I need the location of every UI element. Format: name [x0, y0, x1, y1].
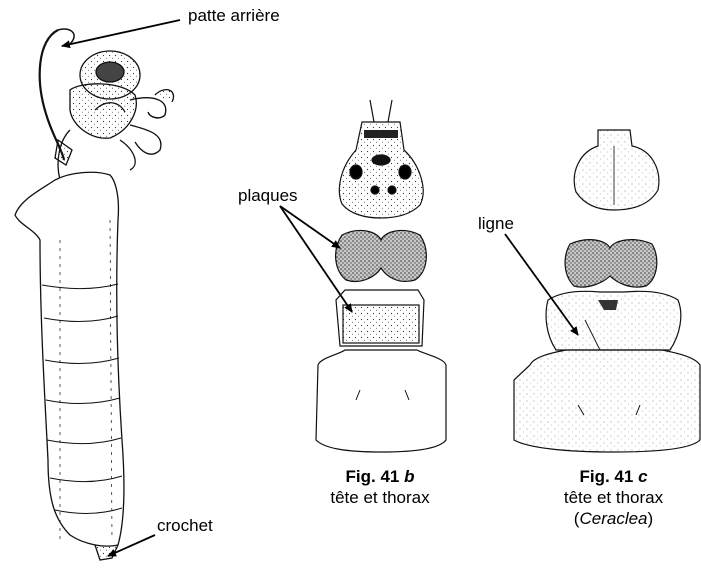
caption-fig41b-letter: b	[404, 467, 414, 486]
caption-fig41c-genus-line: (Ceraclea)	[526, 508, 701, 529]
label-patte-arriere: patte arrière	[188, 6, 280, 26]
leader-patte	[62, 20, 180, 46]
caption-fig41c: Fig. 41 c tête et thorax (Ceraclea)	[526, 466, 701, 529]
caption-fig41c-genus: Ceraclea	[579, 509, 647, 528]
caption-fig41c-fig: Fig. 41	[579, 467, 633, 486]
caption-fig41b-title: Fig. 41 b	[295, 466, 465, 487]
leader-plaques-1	[280, 206, 340, 248]
label-plaques: plaques	[238, 186, 298, 206]
caption-fig41b-sub: tête et thorax	[295, 487, 465, 508]
fig41c-drawing	[514, 130, 700, 452]
caption-fig41b: Fig. 41 b tête et thorax	[295, 466, 465, 508]
label-ligne: ligne	[478, 214, 514, 234]
larva-drawing	[15, 29, 174, 560]
caption-fig41c-letter: c	[638, 467, 647, 486]
caption-fig41c-close-paren: )	[648, 509, 654, 528]
caption-fig41c-title: Fig. 41 c	[526, 466, 701, 487]
label-crochet: crochet	[157, 516, 213, 536]
caption-fig41b-fig: Fig. 41	[346, 467, 400, 486]
caption-fig41c-sub: tête et thorax	[526, 487, 701, 508]
fig41b-drawing	[316, 100, 446, 452]
